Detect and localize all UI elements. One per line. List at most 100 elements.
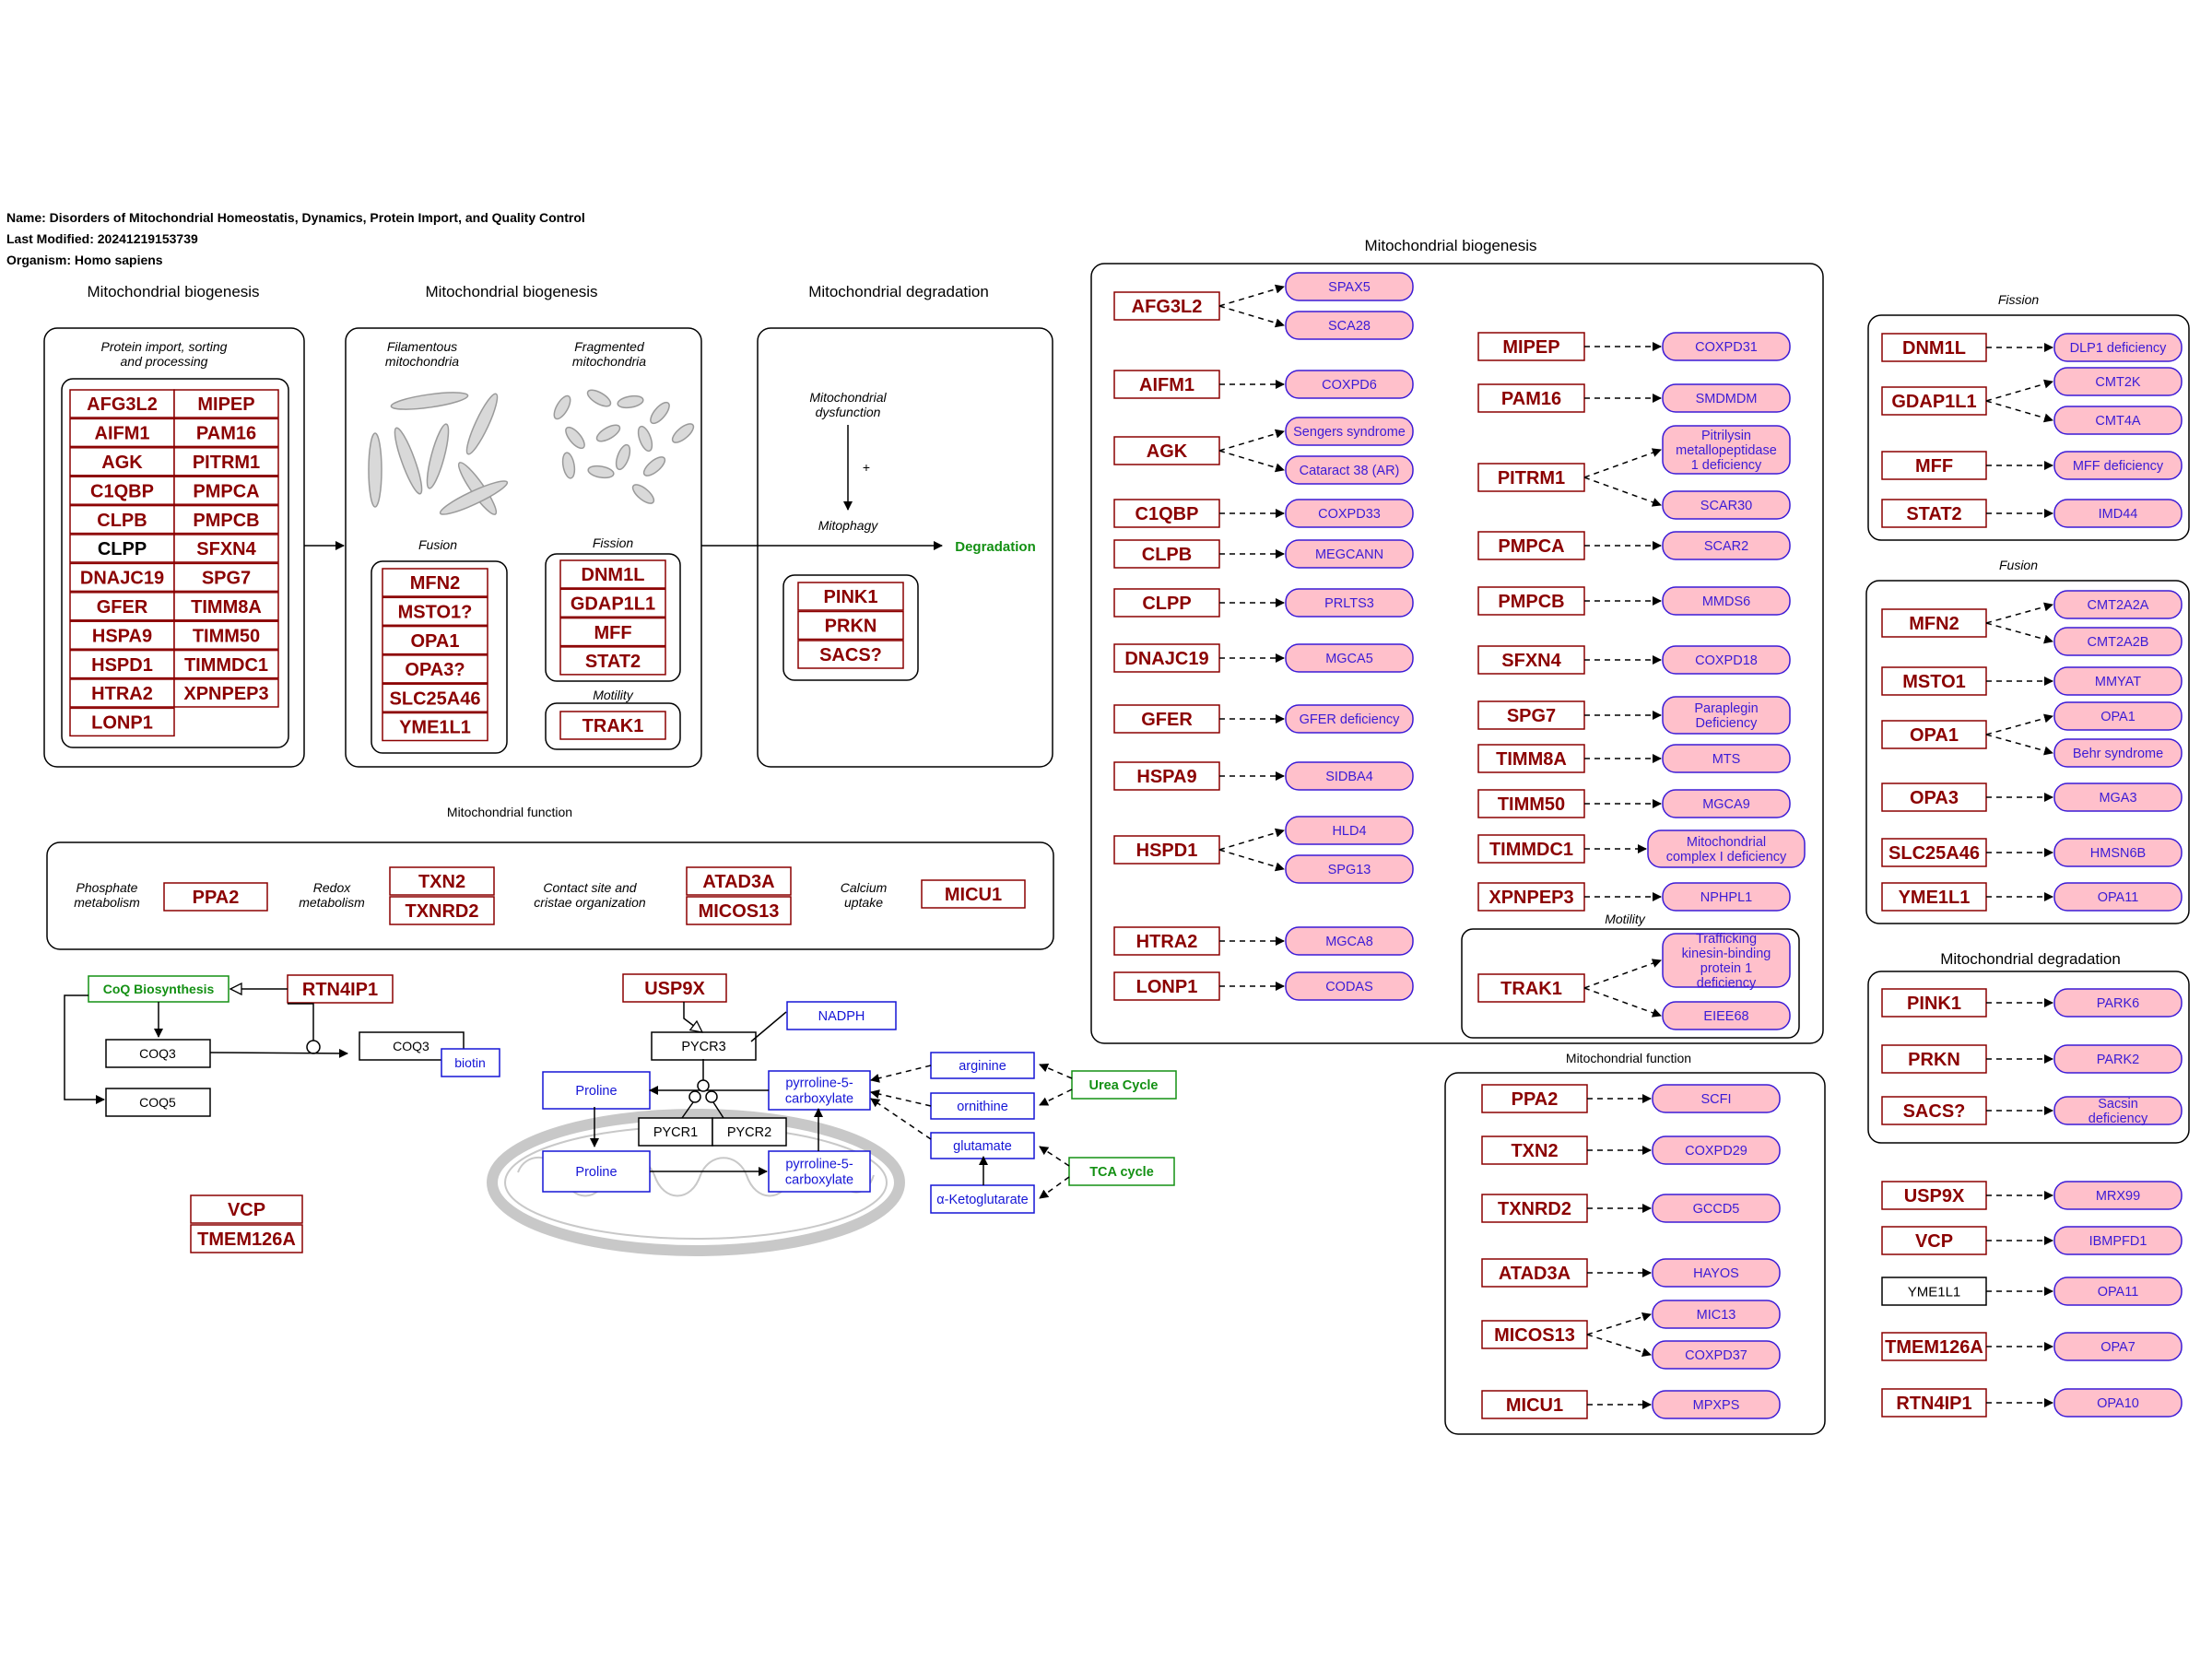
gene-opa3[interactable]: OPA3 <box>1881 782 1987 812</box>
gene-txnrd2[interactable]: TXNRD2 <box>389 896 495 925</box>
disease-cmt2a2a[interactable]: CMT2A2A <box>2053 590 2183 619</box>
disease-mic13[interactable]: MIC13 <box>1652 1300 1781 1329</box>
gene-box-slc25a46[interactable] <box>382 683 488 712</box>
disease-pill-scar30[interactable] <box>1662 490 1791 520</box>
disease-dlp1-deficiency[interactable]: DLP1 deficiency <box>2053 333 2183 362</box>
gene-pmpca[interactable]: PMPCA <box>173 476 279 505</box>
gene-box-pmpcb[interactable] <box>1477 586 1585 616</box>
nadph-node-box[interactable] <box>786 1001 897 1030</box>
disease-pill-trafficking-kinesin-binding-protein-1-deficiency[interactable] <box>1662 933 1791 988</box>
disease-pill-mitochondrial-complex-i-deficiency[interactable] <box>1647 830 1806 868</box>
disease-pill-hld4[interactable] <box>1285 816 1414 845</box>
gene-stat2[interactable]: STAT2 <box>1881 499 1987 528</box>
disease-mmyat[interactable]: MMYAT <box>2053 666 2183 696</box>
gene-box-txnrd2[interactable] <box>389 896 495 925</box>
gene-box-ppa2[interactable] <box>163 882 268 912</box>
gene-box-msto1[interactable] <box>382 596 488 627</box>
gene-dnajc19[interactable]: DNAJC19 <box>69 562 175 593</box>
gene-ppa2[interactable]: PPA2 <box>1481 1084 1588 1113</box>
gene-box-stat2[interactable] <box>559 646 666 676</box>
disease-opa11[interactable]: OPA11 <box>2053 882 2183 912</box>
disease-pill-coxpd33[interactable] <box>1285 499 1414 528</box>
gene-box-rtn4ip1[interactable] <box>1881 1388 1987 1418</box>
disease-mgca9[interactable]: MGCA9 <box>1662 789 1791 818</box>
gene-txn2[interactable]: TXN2 <box>389 866 495 896</box>
gene-gfer[interactable]: GFER <box>1113 704 1220 734</box>
disease-pill-park6[interactable] <box>2053 988 2183 1018</box>
disease-spg13[interactable]: SPG13 <box>1285 854 1414 884</box>
gene-box-gdap1l1[interactable] <box>559 588 666 618</box>
gene-timmdc1[interactable]: TIMMDC1 <box>1477 834 1585 864</box>
disease-opa10[interactable]: OPA10 <box>2053 1388 2183 1418</box>
gene-opa1[interactable]: OPA1 <box>1881 720 1987 749</box>
gene-box-mff[interactable] <box>559 617 666 647</box>
disease-opa1[interactable]: OPA1 <box>2053 701 2183 731</box>
disease-nphpl1[interactable]: NPHPL1 <box>1662 882 1791 912</box>
gene-hspa9[interactable]: HSPA9 <box>69 620 175 650</box>
disease-pill-megcann[interactable] <box>1285 539 1414 569</box>
gene-afg3l2[interactable]: AFG3L2 <box>69 389 175 418</box>
gene-msto1[interactable]: MSTO1 <box>1881 666 1987 696</box>
disease-pill-mrx99[interactable] <box>2053 1181 2183 1210</box>
disease-pill-smdmdm[interactable] <box>1662 383 1791 413</box>
gene-box-dnm1l[interactable] <box>559 559 666 589</box>
disease-mff-deficiency[interactable]: MFF deficiency <box>2053 451 2183 480</box>
disease-pill-opa1[interactable] <box>2053 701 2183 731</box>
disease-scfi[interactable]: SCFI <box>1652 1084 1781 1113</box>
gene-box-lonp1[interactable] <box>1113 971 1220 1001</box>
disease-sidba4[interactable]: SIDBA4 <box>1285 761 1414 791</box>
gene-gdap1l1[interactable]: GDAP1L1 <box>559 588 666 618</box>
gene-box-afg3l2[interactable] <box>1113 291 1220 321</box>
disease-coxpd31[interactable]: COXPD31 <box>1662 332 1791 361</box>
disease-pill-mts[interactable] <box>1662 744 1791 773</box>
gene-slc25a46[interactable]: SLC25A46 <box>1881 838 1987 867</box>
gene-htra2[interactable]: HTRA2 <box>69 678 175 708</box>
gene-box-timmdc1[interactable] <box>173 649 279 679</box>
gene-spg7[interactable]: SPG7 <box>173 562 279 593</box>
disease-pill-spg13[interactable] <box>1285 854 1414 884</box>
disease-pill-prlts3[interactable] <box>1285 588 1414 618</box>
gene-box-opa3[interactable] <box>382 654 488 684</box>
gene-box-micos13[interactable] <box>686 896 792 925</box>
disease-pill-cataract-38-ar[interactable] <box>1285 455 1414 485</box>
ornithine-node-box[interactable] <box>930 1092 1035 1120</box>
proline-top-node[interactable]: Proline <box>542 1071 651 1110</box>
disease-mmds6[interactable]: MMDS6 <box>1662 586 1791 616</box>
disease-park2[interactable]: PARK2 <box>2053 1044 2183 1074</box>
gene-yme1l1[interactable]: YME1L1 <box>1881 882 1987 912</box>
p5c-bottom-node-box[interactable] <box>768 1150 871 1193</box>
gene-prkn[interactable]: PRKN <box>1881 1044 1987 1074</box>
gene-ppa2[interactable]: PPA2 <box>163 882 268 912</box>
pycr2-node-box[interactable] <box>712 1117 787 1147</box>
gene-mfn2[interactable]: MFN2 <box>1881 608 1987 638</box>
gene-pmpca[interactable]: PMPCA <box>1477 531 1585 560</box>
disease-gfer-deficiency[interactable]: GFER deficiency <box>1285 704 1414 734</box>
disease-pill-sca28[interactable] <box>1285 311 1414 340</box>
disease-opa11[interactable]: OPA11 <box>2053 1277 2183 1306</box>
gene-box-spg7[interactable] <box>173 562 279 593</box>
gene-box-trak1[interactable] <box>559 711 666 740</box>
gene-box-afg3l2[interactable] <box>69 389 175 418</box>
gene-box-usp9x[interactable] <box>1881 1181 1987 1210</box>
gene-box-txn2[interactable] <box>389 866 495 896</box>
gene-micos13[interactable]: MICOS13 <box>686 896 792 925</box>
pycr3-node[interactable]: PYCR3 <box>651 1031 757 1061</box>
gene-box-mipep[interactable] <box>173 389 279 418</box>
gene-box-mipep[interactable] <box>1477 332 1585 361</box>
p5c-top-node[interactable]: pyrroline-5-carboxylate <box>768 1070 871 1111</box>
gene-micos13[interactable]: MICOS13 <box>1481 1320 1588 1349</box>
gene-box-pam16[interactable] <box>1477 383 1585 413</box>
disease-hayos[interactable]: HAYOS <box>1652 1258 1781 1288</box>
gene-mfn2[interactable]: MFN2 <box>382 568 488 597</box>
gene-hspd1[interactable]: HSPD1 <box>1113 835 1220 865</box>
gene-box-micu1[interactable] <box>1481 1390 1588 1419</box>
gene-aifm1[interactable]: AIFM1 <box>1113 370 1220 399</box>
gene-box-vcp[interactable] <box>190 1194 303 1224</box>
disease-imd44[interactable]: IMD44 <box>2053 499 2183 528</box>
disease-pill-mpxps[interactable] <box>1652 1390 1781 1419</box>
gene-opa3[interactable]: OPA3? <box>382 654 488 684</box>
gene-box-hspd1[interactable] <box>69 649 175 679</box>
gene-box-pitrm1[interactable] <box>173 447 279 477</box>
gene-pmpcb[interactable]: PMPCB <box>173 504 279 535</box>
